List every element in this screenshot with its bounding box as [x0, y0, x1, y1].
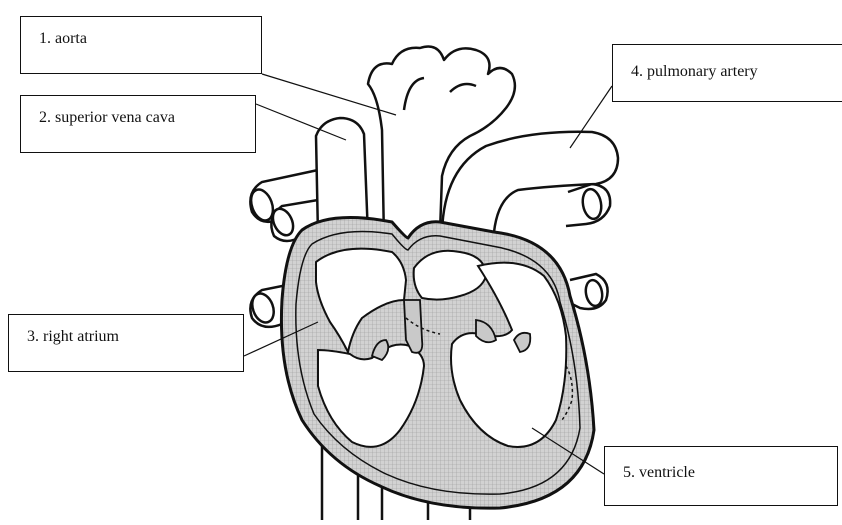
label-number: 4. — [631, 63, 643, 81]
label-number: 5. — [623, 464, 635, 482]
label-pulmonary-artery: 4. pulmonary artery — [612, 44, 842, 102]
label-text: aorta — [55, 30, 87, 48]
label-right-atrium: 3. right atrium — [8, 314, 244, 372]
label-text: right atrium — [43, 328, 119, 346]
label-text: ventricle — [639, 464, 695, 482]
label-number: 3. — [27, 328, 39, 346]
label-number: 1. — [39, 30, 51, 48]
label-text: pulmonary artery — [647, 63, 758, 81]
label-ventricle: 5. ventricle — [604, 446, 838, 506]
label-number: 2. — [39, 109, 51, 127]
label-text: superior vena cava — [55, 109, 175, 127]
label-aorta: 1. aorta — [20, 16, 262, 74]
label-superior-vena-cava: 2. superior vena cava — [20, 95, 256, 153]
